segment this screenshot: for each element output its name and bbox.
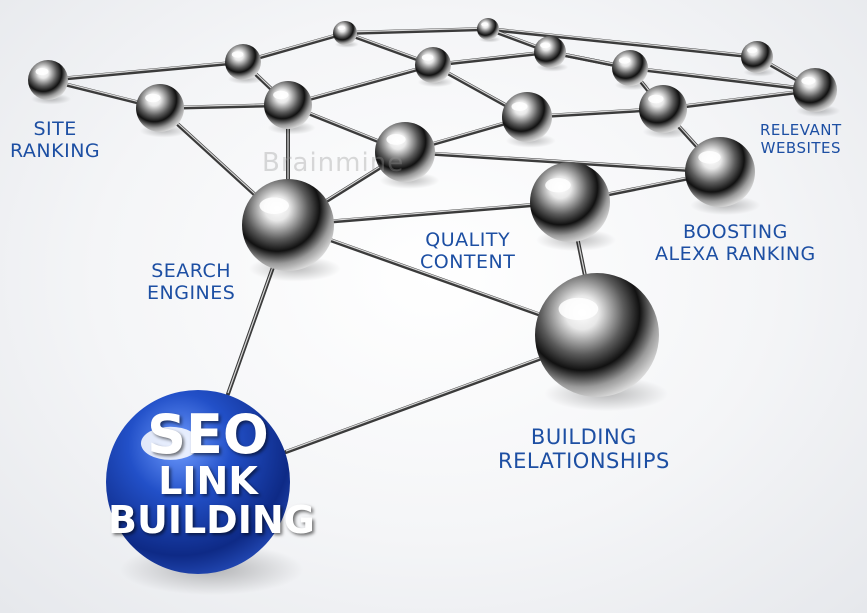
chrome-sphere-q: [242, 179, 341, 282]
chrome-sphere-g: [477, 18, 501, 43]
chrome-sphere-r: [535, 273, 669, 412]
link-g-j: [486, 27, 759, 59]
nodes-layer: [28, 18, 841, 596]
link-e-f: [286, 63, 435, 107]
chrome-sphere-a: [28, 60, 71, 105]
link-d-g: [343, 27, 490, 35]
chrome-sphere-p: [530, 162, 616, 252]
chrome-sphere-b: [136, 84, 188, 138]
link-q-p: [286, 200, 572, 227]
chrome-sphere-n: [375, 122, 440, 189]
seo-main-sphere: [106, 390, 304, 596]
link-a-c: [46, 60, 245, 82]
chrome-sphere-d: [333, 21, 359, 48]
chrome-sphere-j: [741, 41, 776, 77]
link-i-k: [628, 66, 817, 92]
chrome-sphere-i: [612, 50, 651, 91]
watermark: Brainmine: [262, 148, 405, 178]
link-k-m: [661, 88, 817, 111]
link-n-o: [403, 150, 722, 174]
chrome-sphere-l: [502, 92, 556, 148]
chrome-sphere-m: [639, 85, 691, 139]
chrome-sphere-k: [793, 68, 841, 118]
chrome-sphere-o: [685, 137, 761, 216]
chrome-sphere-h: [534, 36, 569, 72]
link-f-h: [431, 50, 552, 67]
chrome-sphere-f: [415, 47, 454, 88]
chrome-sphere-c: [225, 44, 264, 85]
seo-link-building-title: SEO LINK BUILDING: [108, 403, 315, 542]
link-main-building-relationships: [284, 345, 574, 454]
chrome-sphere-e: [264, 81, 316, 135]
